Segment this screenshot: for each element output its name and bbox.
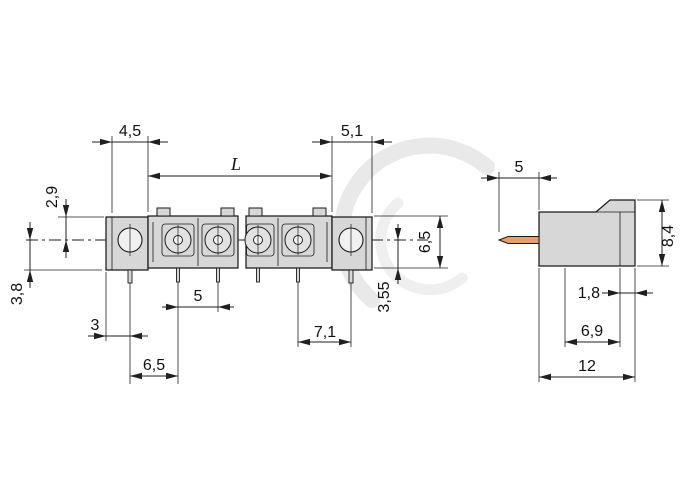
- dim-center-to-bottom-right: 3,55: [376, 224, 402, 313]
- solder-pin-pole-1: [176, 267, 180, 283]
- dim-flange-left-width: 4,5: [92, 123, 168, 146]
- terminal-pole-3: [244, 225, 272, 255]
- pole-chamber-1: [161, 223, 195, 257]
- dim-first-pin-to-first-pole-label: 6,5: [143, 357, 165, 374]
- module-1-tab-1: [156, 207, 171, 217]
- dim-last-pole-to-edge: 7,1: [298, 324, 351, 346]
- dim-top-to-center-label: 2,9: [44, 186, 61, 208]
- terminal-pole-1: [164, 225, 192, 255]
- dim-total-height-front: 6,5: [417, 216, 444, 268]
- dim-edge-to-first-pin-label: 3: [91, 317, 100, 334]
- dim-pin-length: 5: [481, 159, 557, 182]
- terminal-pole-4: [284, 225, 312, 255]
- dim-last-pole-to-edge-label: 7,1: [314, 324, 336, 341]
- solder-pin-left-flange: [127, 269, 133, 284]
- dim-edge-to-first-pin: 3: [88, 317, 148, 340]
- module-2-tab-2: [312, 207, 327, 217]
- solder-pin-pole-2: [216, 267, 220, 283]
- dim-center-to-bottom-left: 3,8: [9, 222, 34, 305]
- flange-right: [331, 216, 373, 284]
- front-view-dimensions: 4,5 L 5,1 2,9 3,8: [9, 123, 448, 384]
- module-1-tab-2: [220, 207, 235, 217]
- dim-pin-pitch: 5: [162, 288, 234, 311]
- dim-center-to-bottom-left-label: 3,8: [9, 283, 26, 305]
- watermark-swoosh-inner: [375, 197, 468, 296]
- dim-housing-depth: 6,9: [565, 323, 620, 346]
- side-housing-body: [538, 199, 636, 267]
- dim-length: L: [148, 154, 332, 180]
- dim-housing-depth-label: 6,9: [581, 323, 603, 340]
- dim-total-depth-label: 12: [578, 358, 596, 375]
- dim-first-pin-to-first-pole: 6,5: [130, 357, 178, 380]
- dim-flange-right-width: 5,1: [312, 123, 392, 146]
- pole-module-1: [147, 207, 239, 269]
- dim-flange-right-width-label: 5,1: [341, 123, 363, 140]
- dim-total-height-side-label: 8,4: [660, 225, 677, 247]
- front-extension-lines: [24, 136, 448, 384]
- flange-left: [105, 216, 149, 284]
- dim-length-label: L: [230, 154, 241, 174]
- module-2-tab-1: [248, 207, 263, 217]
- dim-pin-pitch-label: 5: [194, 288, 203, 305]
- dim-total-height-side: 8,4: [658, 200, 677, 266]
- solder-pin-side: [497, 236, 540, 244]
- dim-step-width-label: 1,8: [578, 285, 600, 302]
- dim-total-height-front-label: 6,5: [417, 231, 434, 253]
- terminal-pole-2: [204, 225, 232, 255]
- side-view-dimensions: 5 8,4 1,8 6,9 12: [481, 159, 677, 382]
- pole-chamber-2: [201, 223, 235, 257]
- solder-pin-right-flange: [348, 269, 354, 284]
- side-view: [497, 199, 636, 267]
- dim-step-width: 1,8: [578, 285, 653, 302]
- side-extension-lines: [498, 172, 669, 382]
- solder-pin-pole-4: [296, 267, 300, 283]
- dim-flange-left-width-label: 4,5: [119, 123, 141, 140]
- solder-pin-pole-3: [256, 267, 260, 283]
- dim-pin-length-label: 5: [515, 159, 524, 176]
- dim-top-to-center: 2,9: [44, 186, 70, 258]
- solder-pins: [176, 267, 300, 283]
- dim-total-depth: 12: [539, 358, 635, 381]
- front-view: [26, 207, 428, 284]
- dim-center-to-bottom-right-label: 3,55: [376, 281, 393, 312]
- pole-chamber-4: [281, 223, 315, 257]
- pole-module-2: [244, 207, 333, 269]
